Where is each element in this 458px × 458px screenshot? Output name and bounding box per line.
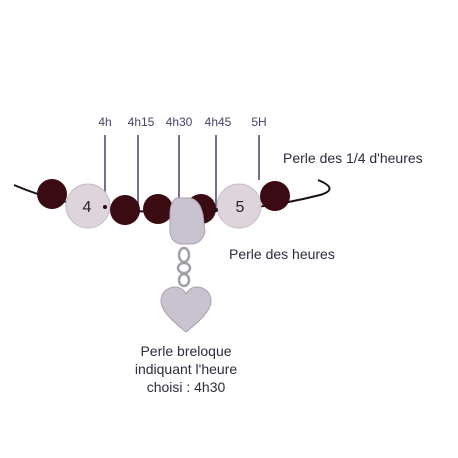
time-label-5h: 5H <box>251 115 266 129</box>
chain-link <box>177 272 191 288</box>
time-label-4h15: 4h15 <box>128 115 155 129</box>
caption-charm-line1: Perle breloque <box>140 343 231 359</box>
caption-quarter-beads: Perle des 1/4 d'heures <box>283 150 423 166</box>
hour-bead-number-5: 5 <box>236 199 245 216</box>
time-label-4h45: 4h45 <box>205 115 232 129</box>
caption-charm-line2: indiquant l'heure <box>135 361 238 377</box>
quarter-bead <box>143 194 173 224</box>
leader-dot <box>103 205 107 209</box>
caption-charm-line3: choisi : 4h30 <box>147 379 226 395</box>
heart-charm-icon <box>160 286 212 333</box>
charm-bail <box>169 197 206 245</box>
caption-hour-beads: Perle des heures <box>229 246 335 262</box>
chain-link <box>176 261 192 275</box>
quarter-bead <box>37 179 67 209</box>
quarter-bead <box>110 195 140 225</box>
time-label-4h30: 4h30 <box>166 115 193 129</box>
time-label-4h: 4h <box>98 115 111 129</box>
hour-bead-number-4: 4 <box>83 199 92 216</box>
leader-dot <box>214 208 218 212</box>
hour-bead-5 <box>216 183 262 229</box>
hour-bead-4 <box>65 183 111 229</box>
quarter-bead <box>260 181 290 211</box>
chain-link <box>177 246 191 264</box>
